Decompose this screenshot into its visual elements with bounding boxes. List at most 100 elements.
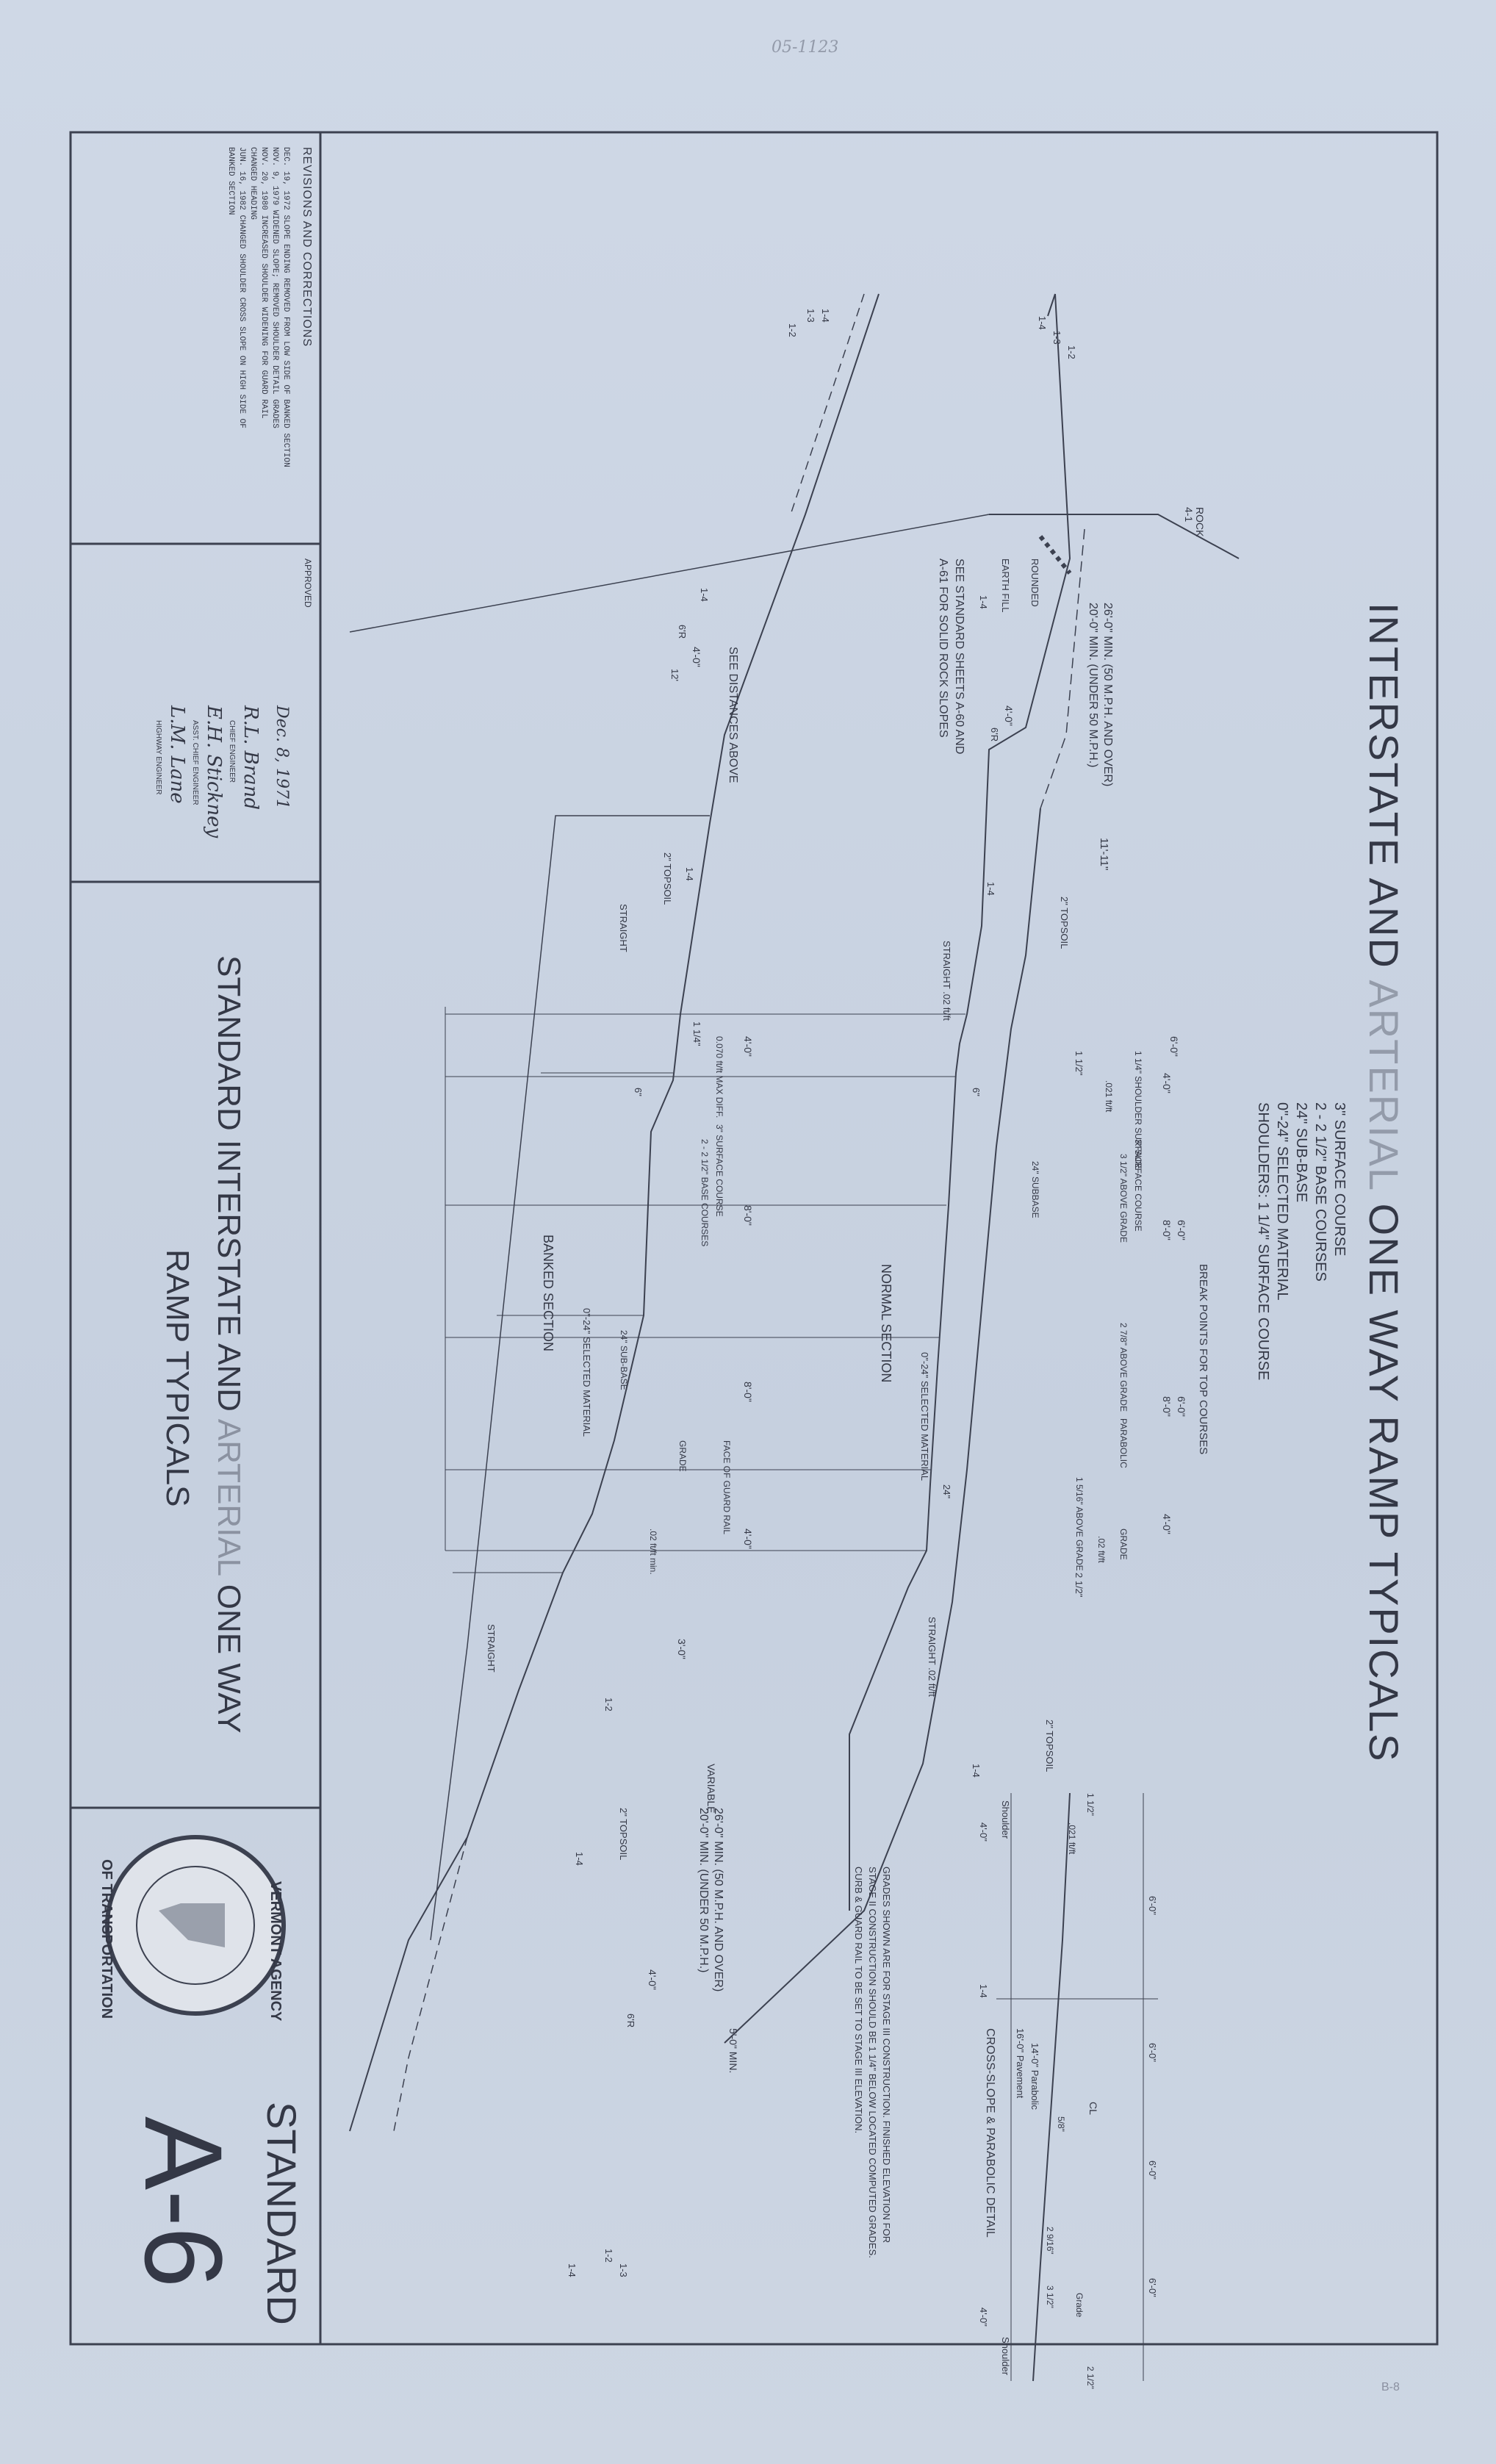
earth-fill-label: EARTH FILL <box>1000 558 1011 613</box>
banked-dim-4: 3'-0" <box>676 1639 688 1659</box>
drawing-title: INTERSTATE AND ARTERIAL ONE WAY RAMP TYP… <box>1360 603 1408 1763</box>
pavement-shoulders: SHOULDERS: 1 1/4" SURFACE COURSE <box>1255 1102 1271 1381</box>
signature-1-role: CHIEF ENGINEER <box>228 720 236 783</box>
break-points-label: BREAK POINTS FOR TOP COURSES <box>1197 1264 1209 1455</box>
normal-slope-021: .021 ft/ft <box>1104 1080 1114 1113</box>
banked-dim-114: 1 1/4" <box>691 1021 702 1046</box>
banked-slope-a: 1-4 <box>699 588 710 602</box>
banked-slope-d: 1-3 <box>805 309 816 323</box>
revisions-header: REVISIONS AND CORRECTIONS <box>301 147 313 348</box>
banked-right-radius: 6'R <box>625 2014 636 2028</box>
normal-dim-1: 4'-0" <box>1161 1073 1173 1093</box>
cross-dim-58: 5/8" <box>1056 2116 1066 2132</box>
banked-dim-12: 12' <box>669 669 680 681</box>
normal-dim-112: 1 1/2" <box>1074 1051 1085 1076</box>
banked-min-1: 26'-0" MIN. (50 M.P.H. AND OVER) <box>712 1808 724 1992</box>
normal-dim-0: 6'-0" <box>1168 1036 1180 1057</box>
cross-dim-2916: 2 9/16" <box>1045 2227 1055 2255</box>
pavement-spec: 3" SURFACE COURSE 2 - 2 1/2" BASE COURSE… <box>1254 1102 1349 1380</box>
sheet-title-line-1: STANDARD INTERSTATE AND ARTERIAL ONE WAY <box>210 955 247 1734</box>
normal-dim-5: 6'-0" <box>1176 1396 1187 1417</box>
cross-dim-top-2: 6'-0" <box>1147 2161 1158 2180</box>
normal-dim-3: 6'-0" <box>1176 1220 1187 1240</box>
normal-ditch-width: 4'-0" <box>1003 705 1015 726</box>
rock-slope: 4-1 <box>1183 507 1195 522</box>
banked-selected: 0"-24" SELECTED MATERIAL <box>581 1308 592 1437</box>
revision-row: DEC. 19, 1972 SLOPE ENDING REMOVED FROM … <box>280 147 291 467</box>
title-part-2: ONE WAY RAMP TYPICALS <box>1361 1203 1407 1763</box>
normal-topsoil: 2" TOPSOIL <box>1059 897 1070 949</box>
see-standard-note: SEE STANDARD SHEETS A-60 AND A-61 FOR SO… <box>935 558 967 754</box>
normal-topsoil-right: 2" TOPSOIL <box>1044 1720 1055 1772</box>
banked-right-ditch: 4'-0" <box>647 1969 658 1990</box>
normal-slope-b: 1-4 <box>985 882 996 896</box>
revisions-list: DEC. 19, 1972 SLOPE ENDING REMOVED FROM … <box>225 147 291 467</box>
banked-right-slope-d: 1-2 <box>603 2249 614 2263</box>
revision-text: CHANGED HEADING <box>248 147 257 220</box>
banked-slope-c: 1-2 <box>787 323 798 337</box>
revision-row: NOV. 9, 1979 WIDENED SLOPE; REMOVED SHOU… <box>269 147 280 467</box>
banked-radius: 6'R <box>677 625 688 639</box>
banked-right-slope-a: 1-2 <box>603 1698 614 1711</box>
revision-text: SLOPE ENDING REMOVED FROM LOW SIDE OF BA… <box>281 215 290 467</box>
sheet-title-line-2: RAMP TYPICALS <box>159 1249 195 1507</box>
grades-note-1: GRADES SHOWN ARE FOR STAGE III CONSTRUCT… <box>881 1867 892 2244</box>
normal-section-label: NORMAL SECTION <box>879 1264 893 1383</box>
cross-dim-left: 4'-0" <box>978 1822 989 1842</box>
cross-parabolic: 14'-0" Parabolic <box>1029 2043 1040 2110</box>
normal-dim-2: 8'-0" <box>1161 1220 1173 1240</box>
cross-dim-top-0: 6'-0" <box>1147 1896 1158 1915</box>
banked-right-slope-e: 1-4 <box>567 2263 578 2277</box>
header-pencil-mark: 05-1123 <box>772 38 839 57</box>
see-distances-label: SEE DISTANCES ABOVE <box>727 647 739 783</box>
corner-note: B-8 <box>1381 2381 1400 2393</box>
cross-shoulder-right: Shoulder <box>1000 2337 1011 2376</box>
pavement-selected: 0"-24" SELECTED MATERIAL <box>1274 1102 1290 1301</box>
sheet-title-b: ARTERIAL <box>211 1418 247 1576</box>
pavement-base: 2 - 2 1/2" BASE COURSES <box>1312 1102 1328 1282</box>
normal-dim-24: 24" <box>941 1484 952 1499</box>
banked-slope-min: .02 ft/ft min. <box>648 1529 658 1575</box>
see-standard-line-2: A-61 FOR SOLID ROCK SLOPES <box>937 558 949 738</box>
seal-bottom-text: OF TRANSPORTATION <box>98 1859 115 2019</box>
revision-text: CHANGED SHOULDER CROSS SLOPE ON HIGH SID… <box>237 215 246 428</box>
grades-note-2: STAGE II CONSTRUCTION SHOULD BE 1 1/4" B… <box>867 1867 878 2258</box>
normal-subbase: 24" SUBBASE <box>1030 1161 1040 1218</box>
revision-date: DEC. 19, 1972 <box>281 147 290 210</box>
revision-date: JUN. 16, 1982 <box>237 147 246 210</box>
cross-dim-212: 2 1/2" <box>1085 2366 1096 2389</box>
signature-3-role: HIGHWAY ENGINEER <box>154 720 162 795</box>
revision-row: BANKED SECTION <box>225 147 236 467</box>
cross-dim-top-1: 6'-0" <box>1147 2043 1158 2062</box>
banked-right-slope-b: 1-3 <box>618 2263 629 2277</box>
banked-slope-b: 1-4 <box>684 867 695 881</box>
banked-topsoil: 2" TOPSOIL <box>662 852 673 905</box>
banked-max-diff: 0.070 ft/ft MAX DIFF. <box>714 1036 724 1118</box>
cross-grade: Grade <box>1074 2293 1085 2318</box>
normal-slope-e: 1-4 <box>1037 316 1048 330</box>
normal-dim-11: 11'-11" <box>1098 838 1110 871</box>
revision-text: INCREASED SHOULDER WIDENING FOR GUARD RA… <box>259 215 268 419</box>
normal-above-grade-1: 3 1/2" ABOVE GRADE <box>1118 1154 1129 1243</box>
banked-dim-2: 8'-0" <box>742 1382 754 1402</box>
banked-ditch-width: 4'-0" <box>691 647 702 667</box>
normal-slope-g: 1-4 <box>971 1764 982 1778</box>
revision-date: NOV. 9, 1979 <box>270 147 279 206</box>
title-part-1: INTERSTATE AND <box>1361 603 1407 969</box>
banked-base-courses: 2 - 2 1/2" BASE COURSES <box>700 1139 710 1247</box>
banked-dim-6: 6" <box>633 1088 644 1096</box>
normal-grade: GRADE <box>1118 1529 1129 1560</box>
banked-topsoil-right: 2" TOPSOIL <box>618 1808 629 1861</box>
normal-above-grade-3: 1 5/16" ABOVE GRADE <box>1074 1477 1085 1571</box>
normal-slope-f: 1-4 <box>978 1984 989 1998</box>
normal-above-grade-2: 2 7/8" ABOVE GRADE <box>1118 1323 1129 1412</box>
banked-surface-course: 3" SURFACE COURSE <box>714 1124 724 1217</box>
pavement-subbase: 24" SUB-BASE <box>1293 1102 1309 1203</box>
normal-min-2: 20'-0" MIN. (UNDER 50 M.P.H.) <box>1087 603 1099 768</box>
normal-radius: 6'R <box>989 728 1000 742</box>
signature-1: R.L. Brand <box>240 705 262 811</box>
rounded-label: ROUNDED <box>1029 558 1040 607</box>
normal-slope-02: .02 ft/ft <box>1096 1536 1107 1563</box>
